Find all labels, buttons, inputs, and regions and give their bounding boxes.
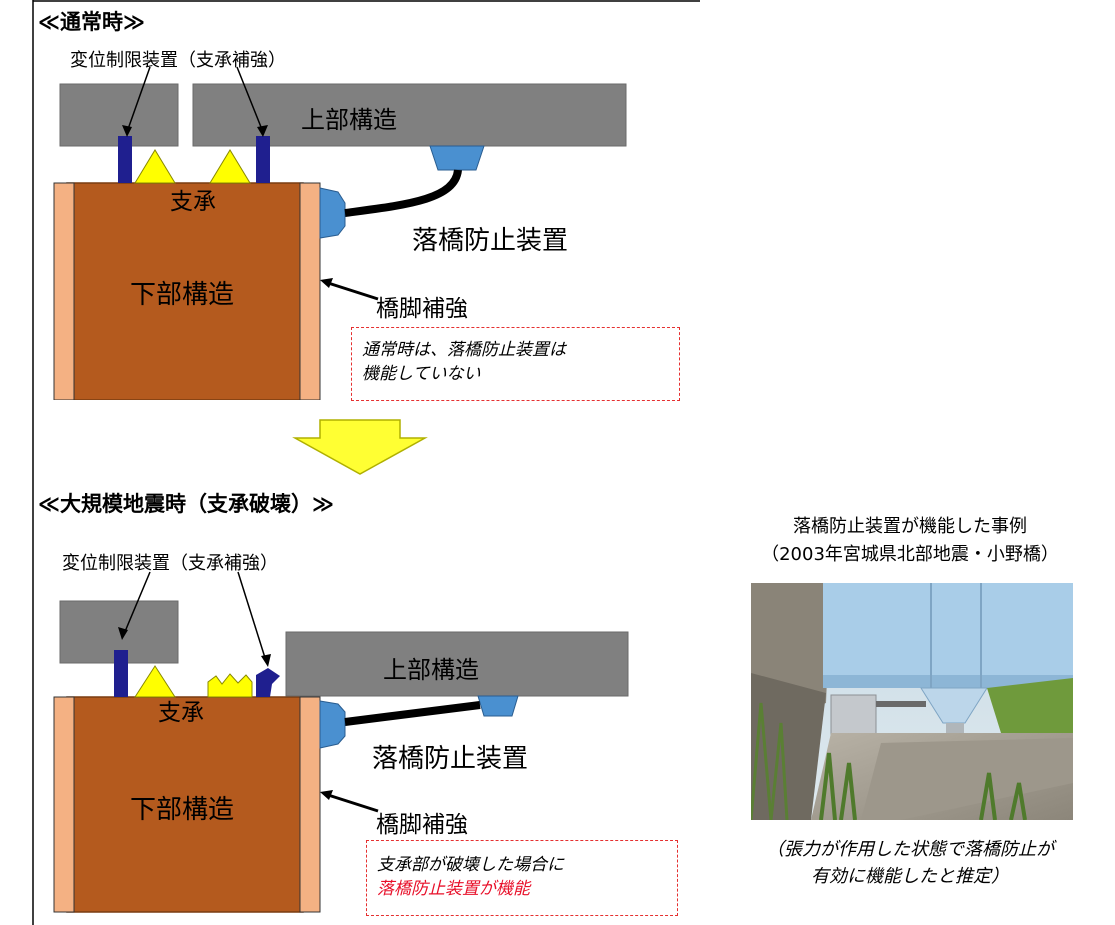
normal-note-box: 通常時は、落橋防止装置は 機能していない [351,327,680,401]
earthquake-unseating-device-label: 落橋防止装置 [372,744,529,774]
normal-right-restrainer [256,136,270,183]
earthquake-bearing-label: 支承 [158,700,204,726]
photo-caption-line2: （2003年宮城県北部地震・小野橋） [761,544,1059,565]
earthquake-superstructure-label: 上部構造 [383,656,479,684]
normal-pier-reinforcement-label: 橋脚補強 [376,296,468,322]
normal-left-jacket [53,182,75,400]
normal-superstructure-label: 上部構造 [301,106,397,134]
photo-comment-line1: （張力が作用した状態で落橋防止が [766,839,1054,860]
normal-right-bearing [209,149,251,184]
photo-caption-line1: 落橋防止装置が機能した事例 [793,516,1027,537]
earthquake-pier-reinforcement-label: 橋脚補強 [376,812,468,838]
normal-unseating-device-label: 落橋防止装置 [412,226,569,256]
normal-right-girder [192,83,627,147]
earthquake-note-line1: 支承部が破壊した場合に [377,855,564,875]
earthquake-left-bearing [134,665,176,698]
earthquake-note-box: 支承部が破壊した場合に 落橋防止装置が機能 [366,840,678,916]
earthquake-note-line2: 落橋防止装置が機能 [377,879,530,899]
normal-bridge-diagram [53,66,627,400]
earthquake-left-restrainer [114,650,128,697]
normal-girder-bracket [429,145,485,171]
bridge-failure-photo [751,583,1073,820]
normal-bearing-label: 支承 [170,189,216,215]
normal-substructure-label: 下部構造 [130,280,235,310]
normal-left-bearing [134,149,176,184]
earthquake-girder-bracket [477,695,519,717]
normal-left-restrainer [118,136,132,183]
earthquake-bridge-diagram [53,571,629,913]
normal-note-line2: 機能していない [362,364,481,384]
earthquake-pier-bracket [319,700,346,749]
photo-comment-line2: 有効に機能したと推定） [811,866,1009,887]
earthquake-unseating-cable [344,701,481,726]
earthquake-right-girder [285,631,629,697]
earthquake-substructure-label: 下部構造 [130,795,235,825]
earthquake-left-jacket [53,696,75,913]
earthquake-restrainer-label: 変位制限装置（支承補強） [62,553,278,574]
earthquake-right-jacket [299,696,321,913]
normal-unseating-cable [344,169,462,217]
normal-restrainer-label: 変位制限装置（支承補強） [70,50,286,71]
normal-pier-bracket [319,187,346,239]
earthquake-bent-restrainer [256,668,280,697]
normal-note-line1: 通常時は、落橋防止装置は [362,340,566,360]
normal-section-title: ≪通常時≫ [38,10,145,34]
earthquake-section-title: ≪大規模地震時（支承破壊）≫ [38,492,334,516]
earthquake-substructure-shape [66,696,304,913]
normal-right-jacket [299,182,321,400]
transition-down-arrow [292,419,428,475]
earthquake-broken-bearing [207,673,253,698]
